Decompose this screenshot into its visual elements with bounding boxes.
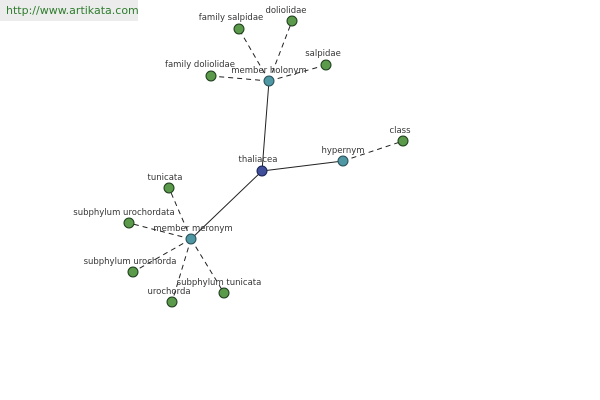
edge-meronym-subphylum-urochordata <box>128 222 192 240</box>
node-family-doliolidae[interactable] <box>205 70 217 82</box>
edge-center-to-hypernym <box>261 160 344 172</box>
node-member-meronym[interactable] <box>185 233 197 245</box>
edge-center-to-member-holonym <box>261 80 270 172</box>
node-subphylum-urochorda[interactable] <box>127 266 139 278</box>
node-member-holonym[interactable] <box>263 75 275 87</box>
edge-holonym-salpidae <box>268 64 327 82</box>
node-subphylum-urochordata[interactable] <box>123 217 135 229</box>
edge-meronym-subphylum-tunicata <box>190 238 225 294</box>
label-subphylum-urochorda: subphylum urochorda <box>84 257 177 267</box>
node-hypernym[interactable] <box>337 155 349 167</box>
label-salpidae: salpidae <box>305 49 341 59</box>
label-class: class <box>389 126 411 136</box>
node-salpidae[interactable] <box>320 59 332 71</box>
edge-holonym-doliolidae <box>268 20 293 82</box>
label-family-doliolidae: family doliolidae <box>165 60 235 70</box>
label-hypernym: hypernym <box>321 146 364 156</box>
node-urochorda[interactable] <box>166 296 178 308</box>
node-subphylum-tunicata[interactable] <box>218 287 230 299</box>
label-urochorda: urochorda <box>147 287 190 297</box>
label-doliolidae: doliolidae <box>265 6 306 16</box>
node-family-salpidae[interactable] <box>233 23 245 35</box>
edge-meronym-urochorda <box>171 238 192 303</box>
label-family-salpidae: family salpidae <box>199 13 264 23</box>
label-subphylum-tunicata: subphylum tunicata <box>177 278 262 288</box>
website-url[interactable]: http://www.artikata.com <box>0 0 139 21</box>
edge-holonym-family-doliolidae <box>210 75 270 82</box>
label-member-holonym: member holonym <box>231 66 306 76</box>
label-thaliacea: thaliacea <box>239 155 278 165</box>
label-tunicata: tunicata <box>148 173 183 183</box>
edge-meronym-tunicata <box>168 187 192 240</box>
node-thaliacea[interactable] <box>256 165 268 177</box>
edge-meronym-subphylum-urochorda <box>132 238 192 273</box>
edge-hypernym-class <box>342 140 404 162</box>
label-member-meronym: member meronym <box>153 224 232 234</box>
node-tunicata[interactable] <box>163 182 175 194</box>
label-subphylum-urochordata: subphylum urochordata <box>73 208 174 218</box>
node-class[interactable] <box>397 135 409 147</box>
node-doliolidae[interactable] <box>286 15 298 27</box>
edge-holonym-family-salpidae <box>238 28 270 82</box>
edge-center-to-member-meronym <box>190 170 263 240</box>
